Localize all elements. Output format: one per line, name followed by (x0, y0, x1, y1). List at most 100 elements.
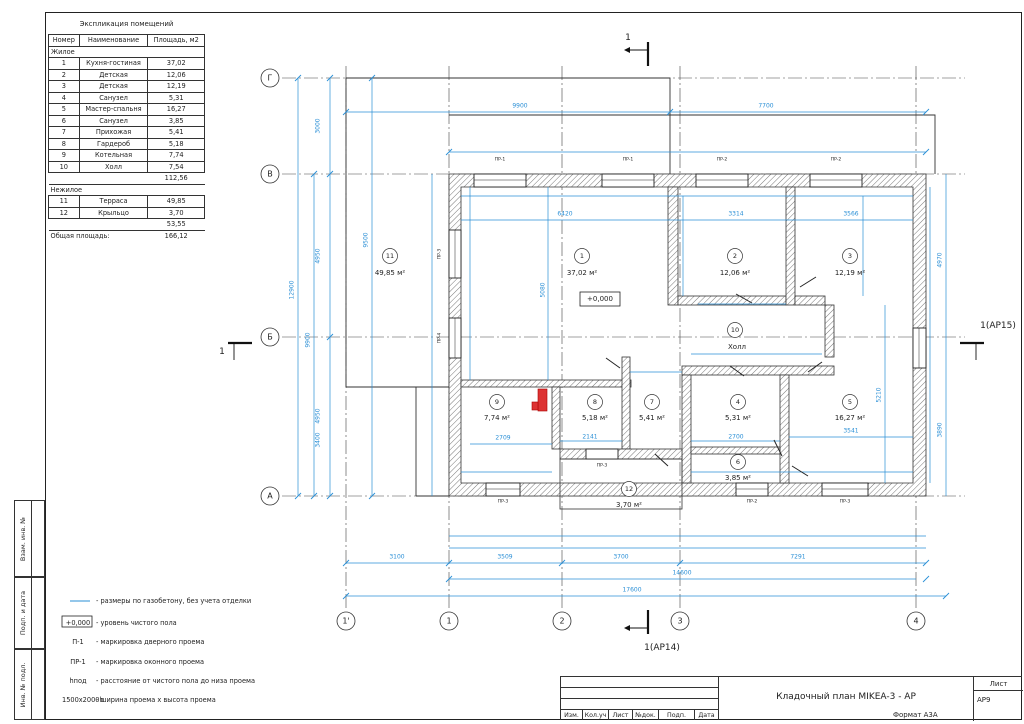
tb-col-list: Лист (609, 709, 633, 720)
dimension-tick (922, 575, 930, 583)
room-number: 5 (847, 398, 853, 406)
tb-col-izm: Изм. (561, 709, 583, 720)
room-number: 10 (48, 160, 80, 173)
stamp-cell-3: Инв. № подл. (14, 649, 45, 720)
dim-left-total: 12900 (288, 280, 296, 300)
dim-inner: 2141 (582, 433, 598, 441)
dim-inner: 3541 (843, 427, 859, 435)
room-name: Котельная (78, 149, 149, 162)
room-number-circle (727, 248, 743, 264)
room-explication-table: Экспликация помещений Номер Наименование… (48, 14, 205, 241)
room-area: 5,18 м² (582, 414, 608, 422)
dimension-tick (326, 492, 334, 500)
dimension-tick (342, 108, 350, 116)
window-mark: ПР-4 (437, 332, 443, 344)
axis-label-v: 1 (446, 616, 452, 626)
dim-inner: 3314 (728, 210, 744, 218)
dim-left: 3000 (314, 118, 322, 134)
sheet-number: АР9 (977, 696, 991, 704)
room-area: 3,70 (147, 206, 205, 219)
room-number-circle (489, 394, 505, 410)
room-area: 37,02 м² (566, 269, 598, 277)
dimension-tick (326, 333, 334, 341)
axis-label-h: Г (267, 73, 273, 83)
format-label: Формат А3А (893, 711, 938, 719)
dim-inner: 6420 (557, 210, 573, 218)
room-area: 3,85 м² (725, 474, 751, 482)
section-label-right: 1(АР15) (980, 321, 1016, 331)
subtotal-row: 112,56 (48, 172, 205, 185)
dimension-tick (445, 559, 453, 567)
legend-key: П-1 (72, 638, 84, 646)
dimension-tick (922, 148, 930, 156)
room-number-circle (730, 454, 746, 470)
room-number: 2 (732, 252, 738, 260)
dim-left-total: 9500 (362, 232, 370, 248)
room-area: 7,74 (147, 149, 205, 162)
sheet-label: Лист (974, 677, 1023, 691)
tb-col-podp: Подп. (659, 709, 695, 720)
tb-col-data: Дата (695, 709, 719, 720)
room-name: Прихожая (78, 126, 149, 139)
dim-inner: 5080 (539, 282, 547, 298)
dimension-tick (942, 592, 950, 600)
subtotal: 53,55 (147, 218, 205, 231)
legend-key: hпод (69, 677, 87, 685)
dim-left: 4950 (314, 248, 322, 264)
window-mark: ПР-3 (437, 248, 443, 260)
dim-left-total: 9900 (304, 332, 312, 348)
dimension-tick (342, 559, 350, 567)
room-number-circle (730, 394, 746, 410)
axis-label-v: 2 (559, 616, 565, 626)
dimension-tick (445, 575, 453, 583)
room-number: 7 (649, 398, 655, 406)
title-block: Изм. Кол.уч Лист №док. Подп. Дата Кладоч… (560, 676, 1023, 721)
legend-key: +0,000 (65, 619, 91, 627)
drawing-frame (45, 12, 1022, 720)
dimension-tick (445, 148, 453, 156)
drawing-title: Кладочный план MIKEA-3 - АР (719, 677, 974, 721)
stamp-cell-1: Взам. инв. № (14, 500, 45, 577)
axis-label-h: А (267, 491, 273, 501)
dimension-tick (326, 74, 334, 82)
legend-text: - расстояние от чистого пола до низа про… (96, 677, 256, 685)
axis-label-v: 4 (913, 616, 919, 626)
room-number: 1 (579, 252, 585, 260)
dim-bottom: 3700 (613, 553, 629, 561)
axis-label-h: Б (267, 332, 273, 342)
header-name: Наименование (78, 34, 149, 47)
room-number-circle (574, 248, 590, 264)
group-living-label: Жилое (48, 45, 205, 58)
axis-label-v: 1' (342, 616, 350, 626)
room-number: 8 (48, 137, 80, 150)
dim-inner: 5210 (875, 387, 883, 403)
window-mark: ПР-3 (596, 463, 608, 469)
dimension-tick (294, 74, 302, 82)
window-mark: ПР-1 (494, 157, 506, 163)
room-name: Холл (78, 160, 149, 173)
room-area: 12,06 м² (719, 269, 751, 277)
window-mark: ПР-3 (839, 499, 851, 505)
window-mark: ПР-2 (830, 157, 842, 163)
legend-text: - ширина проема х высота проема (96, 696, 216, 704)
dimension-tick (310, 492, 318, 500)
legend-key: 1500х2000h (62, 696, 104, 704)
dimension-tick (294, 492, 302, 500)
room-number-circle (842, 248, 858, 264)
room-area: 7,54 (147, 160, 205, 173)
group-nonliving-label: Нежилое (50, 185, 83, 194)
dim-inner: 2700 (728, 433, 744, 441)
tb-col-doc: №док. (633, 709, 659, 720)
room-area: 7,74 м² (484, 414, 510, 422)
room-number-circle (382, 248, 398, 264)
window-mark: ПР-1 (622, 157, 634, 163)
room-name: Крыльцо (78, 206, 149, 219)
total-area: 166,12 (164, 231, 188, 240)
